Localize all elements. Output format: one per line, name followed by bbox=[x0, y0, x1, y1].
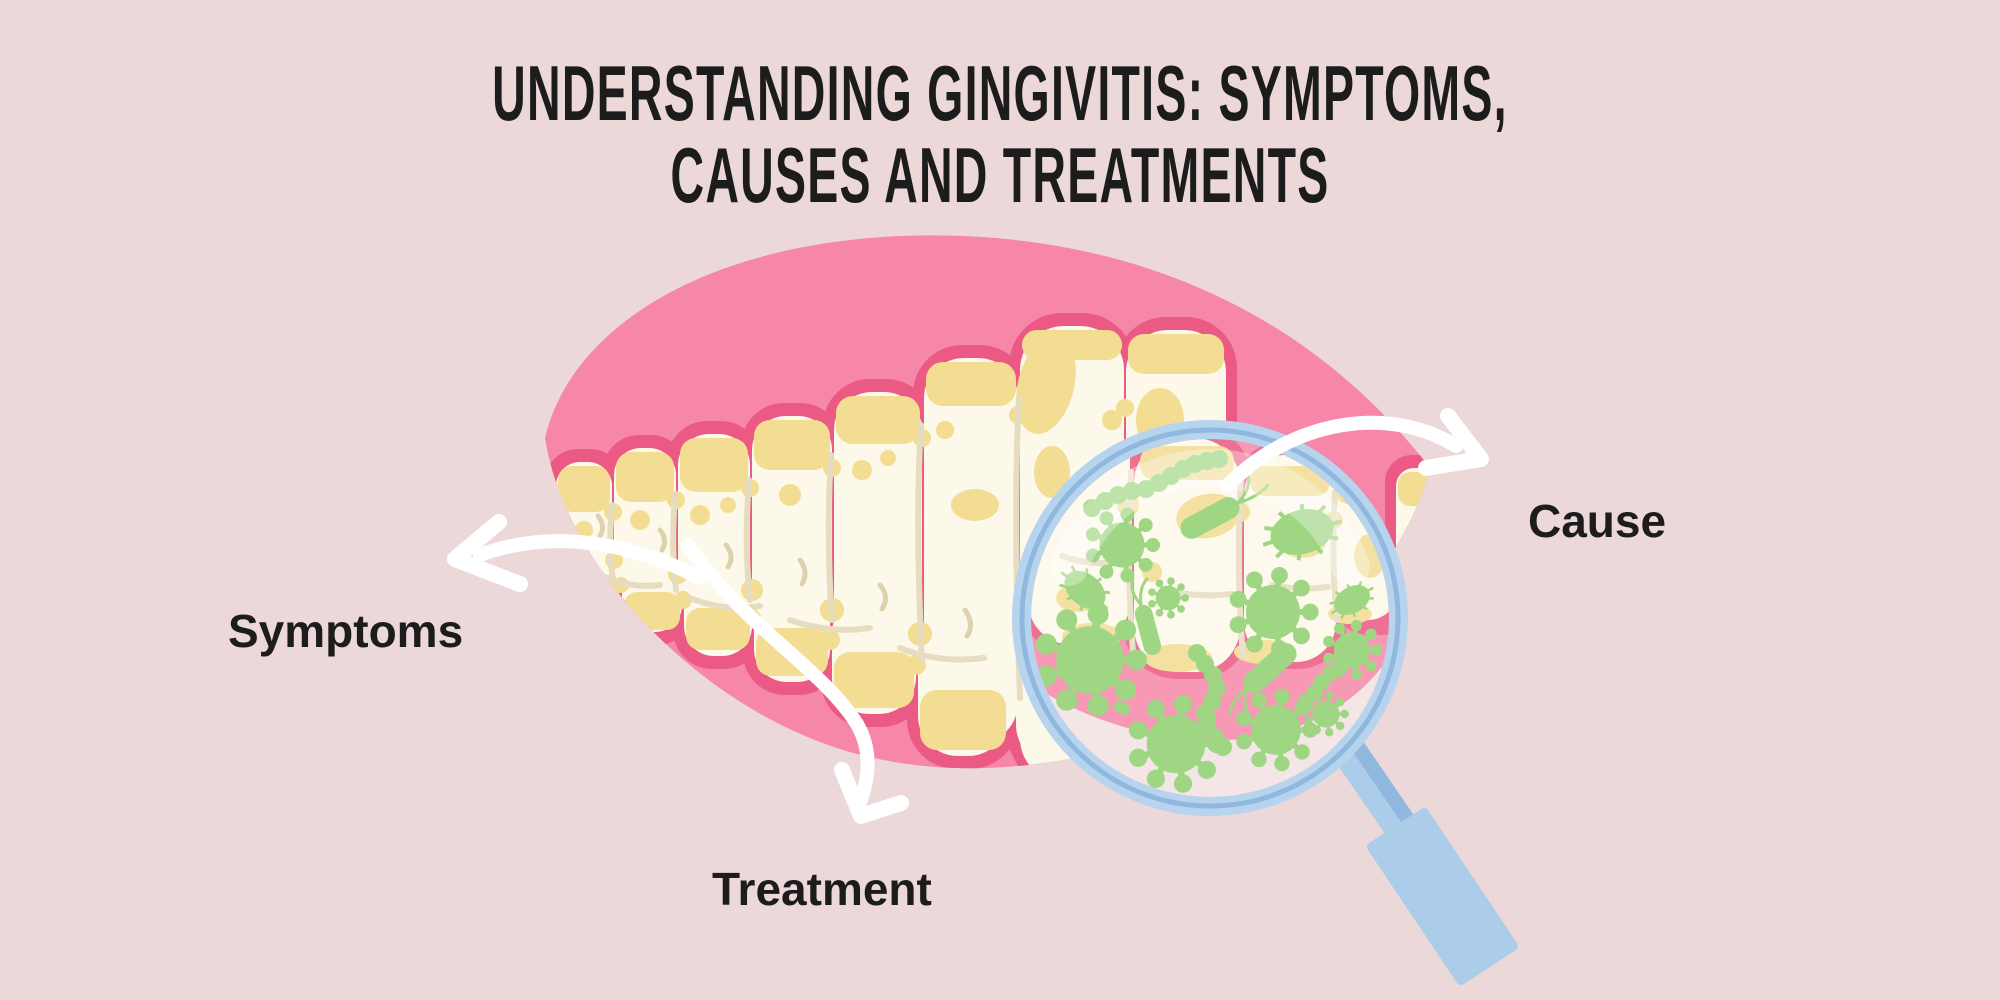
cause-label: Cause bbox=[1528, 495, 1667, 547]
magnifier-handle bbox=[1367, 808, 1518, 985]
bacteria-chain-icon bbox=[1083, 450, 1357, 756]
page-title: UNDERSTANDING GINGIVITIS: SYMPTOMS, CAUS… bbox=[0, 49, 2000, 219]
magnifier-rim-line bbox=[1019, 427, 1401, 809]
bacterium-rod-icon bbox=[1113, 471, 1302, 719]
lens-glare bbox=[1050, 449, 1370, 586]
title-line-1: UNDERSTANDING GINGIVITIS: SYMPTOMS, bbox=[492, 49, 1508, 137]
symptoms-label: Symptoms bbox=[228, 605, 464, 657]
lens-background bbox=[1031, 618, 1389, 797]
treatment-label: Treatment bbox=[712, 863, 932, 915]
treatment-arrow bbox=[681, 538, 909, 824]
cause-arrow bbox=[1220, 408, 1489, 493]
symptoms-arrow bbox=[447, 514, 707, 592]
magnifier-icon bbox=[1012, 420, 1518, 985]
lens-glass-tint bbox=[1031, 439, 1389, 797]
arrows bbox=[447, 408, 1489, 824]
lens-content bbox=[1031, 439, 1389, 797]
bacteria-icons bbox=[1040, 450, 1383, 790]
title-line-2: CAUSES AND TREATMENTS bbox=[670, 131, 1330, 219]
magnifier-neck-shade bbox=[1342, 728, 1424, 838]
